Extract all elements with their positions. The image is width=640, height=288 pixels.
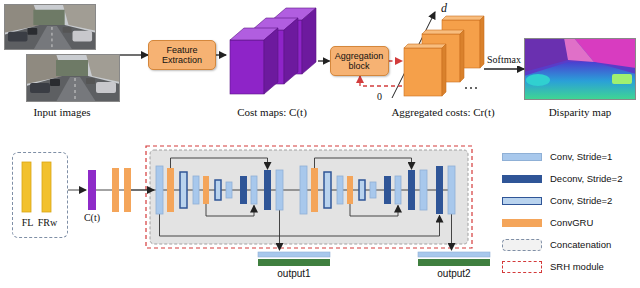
network-layers	[88, 166, 455, 214]
connector	[120, 54, 148, 55]
aggregated-cost-planes	[404, 16, 484, 96]
process-box: Feature Extraction	[148, 40, 216, 70]
axis-label: d	[441, 2, 447, 14]
network-wires	[68, 158, 455, 250]
connector	[389, 60, 403, 61]
cost-volume-cubes	[230, 8, 316, 94]
output-heads	[258, 252, 490, 266]
legend-swatch	[502, 175, 542, 183]
legend-swatch	[502, 261, 542, 273]
feature-bars	[22, 162, 51, 212]
legend-text: Deconv, Stride=2	[550, 172, 622, 186]
process-box: Aggregation block	[330, 46, 389, 76]
output-label: output1	[277, 268, 310, 280]
image-panel: Cost maps: C(t)	[226, 4, 318, 100]
connector	[318, 60, 330, 61]
box-label: Aggregation block	[335, 51, 384, 72]
feature-label: FRw	[38, 217, 57, 229]
legend-text: Conv, Stride=1	[550, 150, 612, 164]
image-panel: Disparity map	[524, 38, 636, 100]
image-panel: Input images	[4, 4, 120, 102]
box-label: Feature Extraction	[153, 45, 211, 66]
panel-caption: Aggregated costs: Cr(t)	[391, 106, 494, 119]
panel-caption: Cost maps: C(t)	[237, 106, 307, 119]
legend-text: ConvGRU	[550, 216, 593, 230]
input-images	[4, 4, 120, 102]
image-panel: Aggregated costs: Cr(t)	[402, 8, 484, 100]
panel-caption: Disparity map	[549, 106, 612, 119]
connector	[484, 68, 524, 69]
srh-module-frame	[146, 146, 472, 248]
axis-origin: 0	[377, 91, 382, 103]
connector	[216, 54, 226, 55]
edge-label: Softmax	[486, 54, 522, 66]
cost-map-label: C(t)	[84, 212, 100, 224]
feature-label: FL	[22, 217, 34, 229]
panel-caption: Input images	[33, 106, 90, 119]
legend-swatch	[502, 153, 542, 161]
output-label: output2	[437, 268, 470, 280]
disparity-map-image	[524, 38, 636, 100]
legend-swatch	[502, 197, 542, 205]
feature-group: FL FRw	[12, 152, 68, 238]
legend-swatch	[502, 219, 542, 227]
legend-text: Conv, Stride=2	[550, 194, 612, 208]
legend-text: SRH module	[550, 260, 604, 274]
legend-text: Concatenation	[550, 238, 611, 252]
legend-swatch	[502, 239, 542, 251]
connector	[360, 76, 402, 86]
